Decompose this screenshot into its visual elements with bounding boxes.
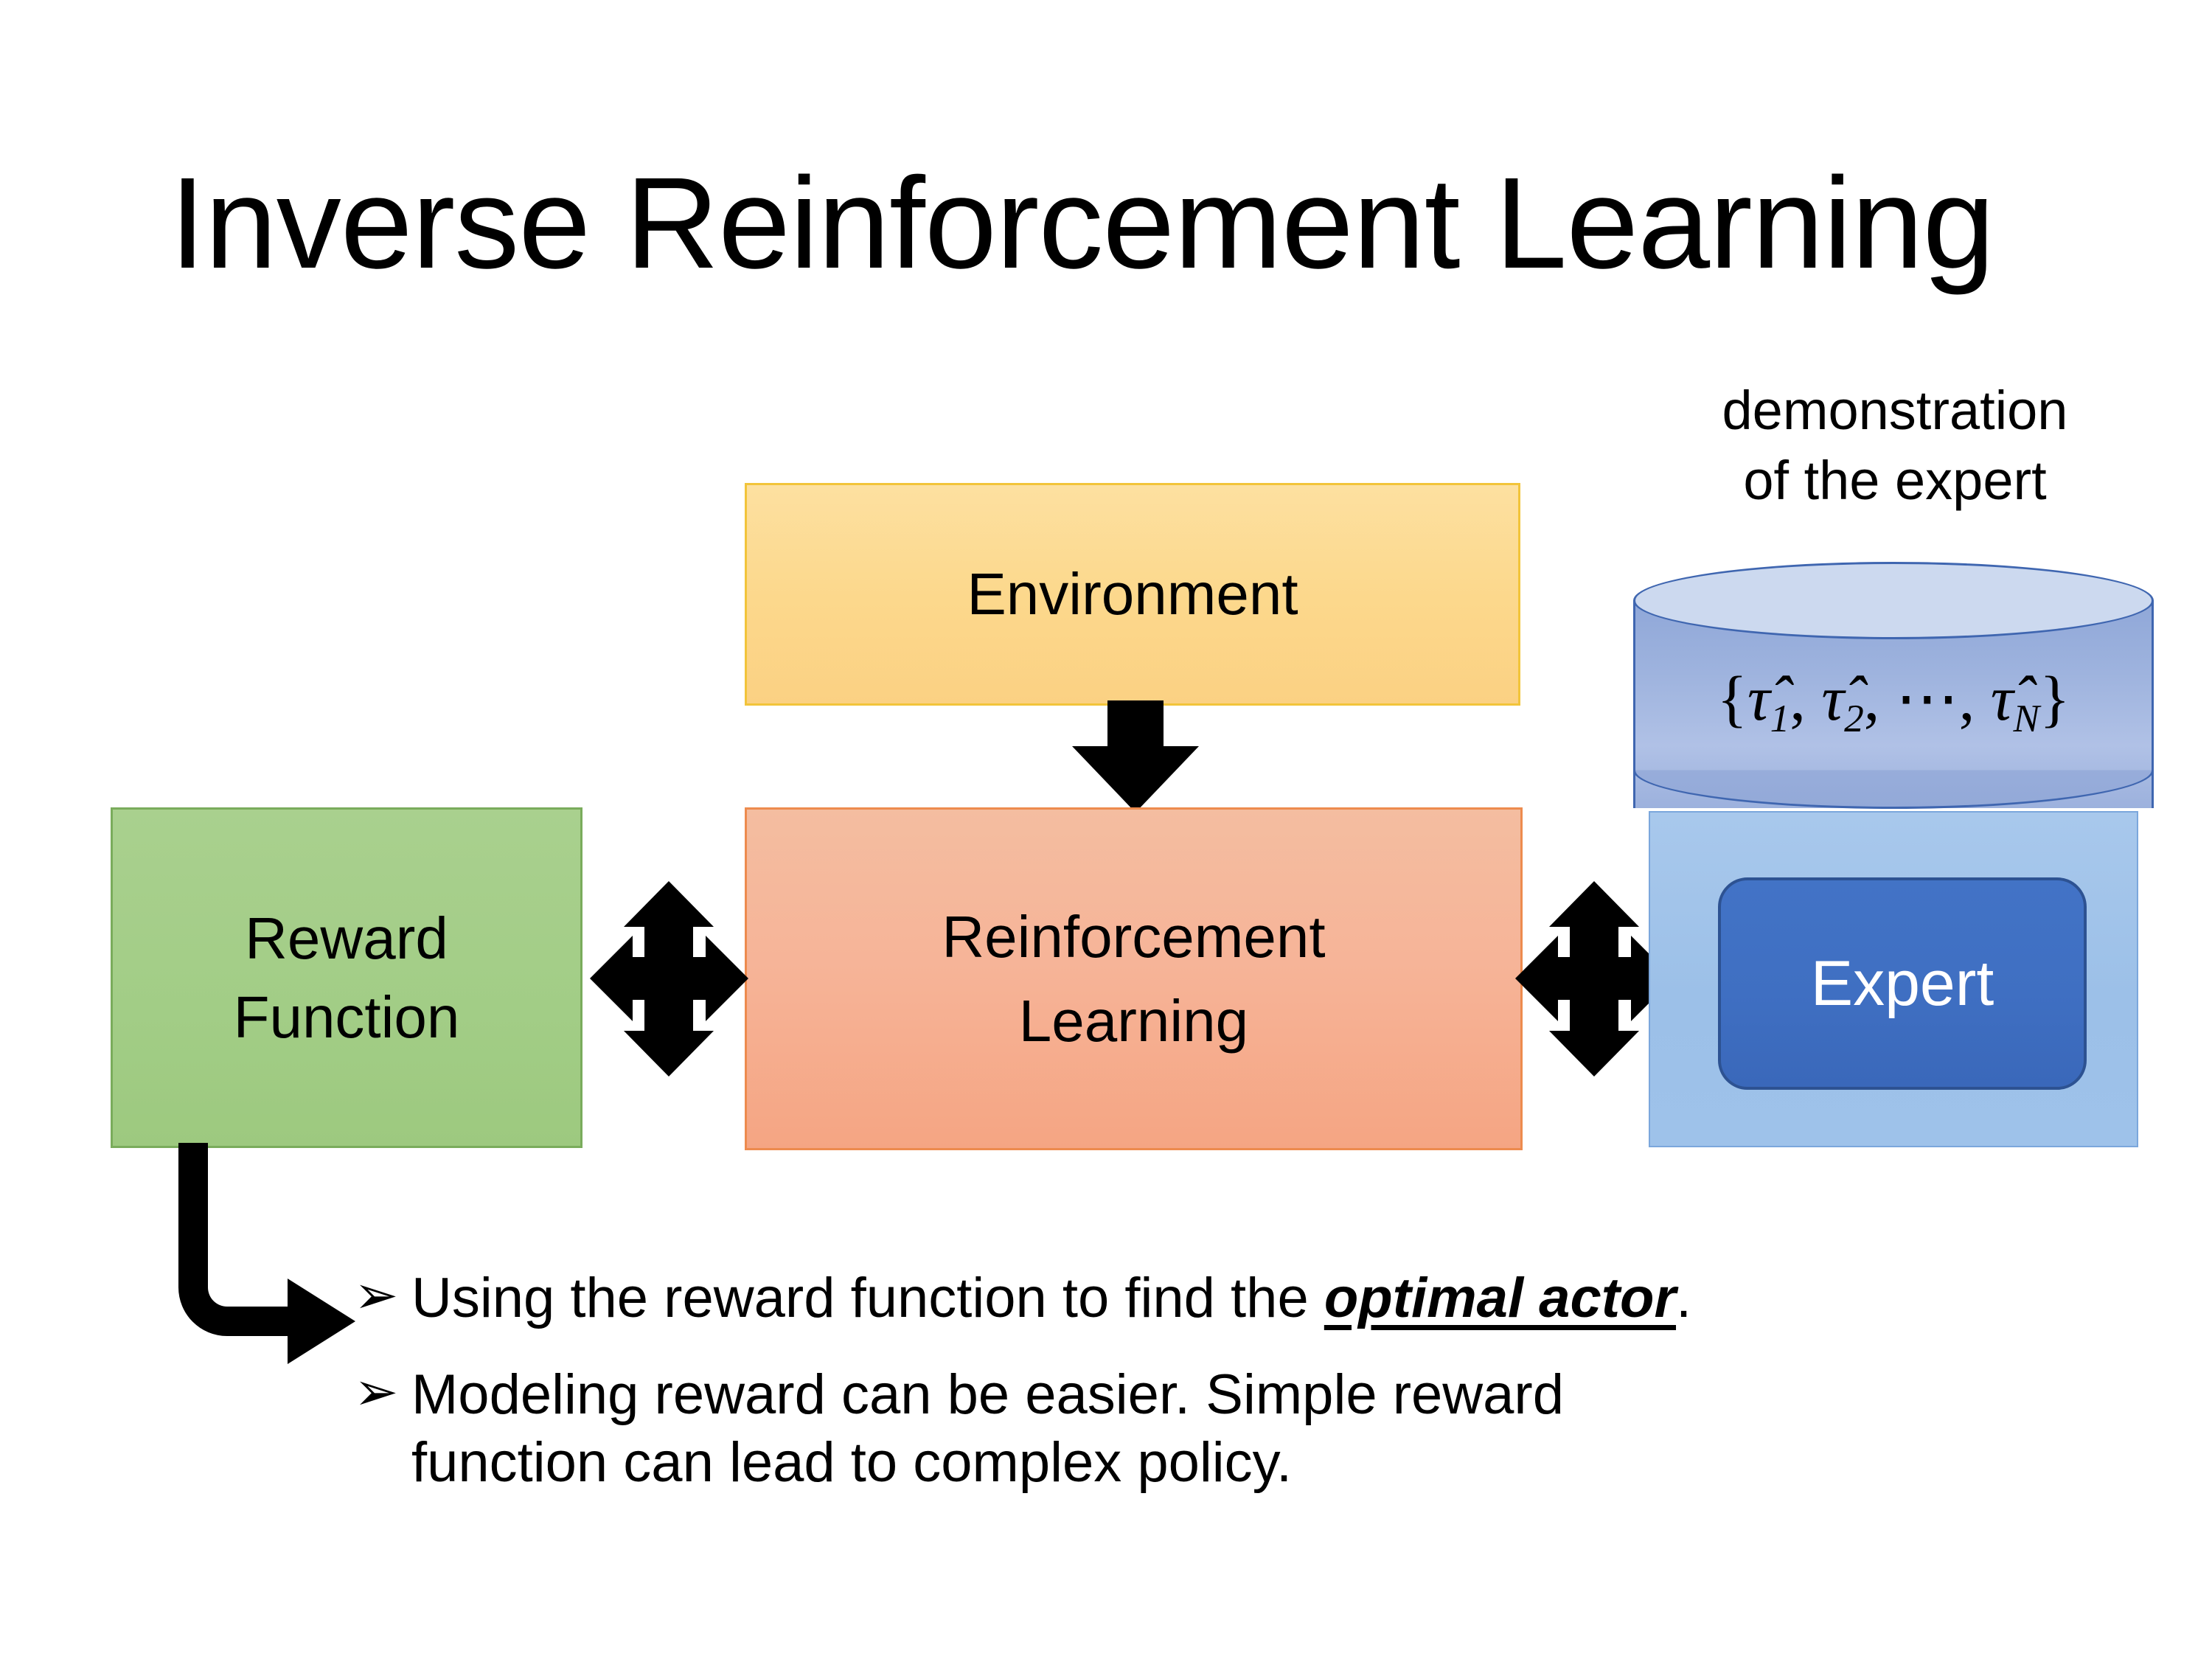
demonstration-caption-line2: of the expert [1743,449,2047,511]
cylinder-top-ellipse [1633,562,2154,639]
demonstration-cylinder[interactable]: {τ̂1, τ̂2, ⋯, τ̂N} [1633,562,2154,846]
arrow-rl-expert-bidirectional [1515,881,1674,1077]
reward-function-box-label: Reward Function [234,899,460,1057]
rl-label-line1: Reinforcement [942,903,1326,970]
reward-label-line1: Reward [245,905,448,971]
arrow-reward-rl-bidirectional [590,881,748,1077]
reward-label-line2: Function [233,984,460,1050]
reinforcement-learning-box[interactable]: Reinforcement Learning [745,807,1523,1150]
rl-label-line2: Learning [1018,987,1249,1054]
bullet-2-line1: Modeling reward can be easier. Simple re… [411,1363,1565,1426]
bullet-arrow-icon: ➢ [354,1266,399,1325]
bullet-1-suffix: . [1676,1267,1692,1329]
list-item: ➢ Modeling reward can be easier. Simple … [354,1361,2160,1498]
environment-box[interactable]: Environment [745,483,1520,706]
bullet-text-1: Using the reward function to find the op… [411,1265,2160,1333]
demonstration-caption: demonstration of the expert [1630,376,2160,515]
bullet-2-line2: function can lead to complex policy. [411,1431,1293,1495]
page-title: Inverse Reinforcement Learning [170,151,1994,296]
bullet-text-2: Modeling reward can be easier. Simple re… [411,1361,2160,1498]
demonstration-caption-line1: demonstration [1722,380,2068,441]
bullet-list: ➢ Using the reward function to find the … [354,1265,2160,1526]
arrow-environment-to-rl [1072,700,1199,813]
trajectory-set-formula: {τ̂1, τ̂2, ⋯, τ̂N} [1717,663,2070,740]
bullet-1-prefix: Using the reward function to find the [411,1267,1324,1329]
environment-box-label: Environment [967,561,1298,627]
expert-box-label: Expert [1810,947,1994,1019]
expert-box[interactable]: Expert [1718,877,2087,1090]
list-item: ➢ Using the reward function to find the … [354,1265,2160,1333]
bullet-arrow-icon: ➢ [354,1362,399,1422]
arrow-reward-to-bullets [178,1143,355,1364]
reinforcement-learning-box-label: Reinforcement Learning [942,895,1325,1062]
reward-function-box[interactable]: Reward Function [111,807,582,1148]
bullet-1-emphasis: optimal actor [1324,1267,1677,1329]
